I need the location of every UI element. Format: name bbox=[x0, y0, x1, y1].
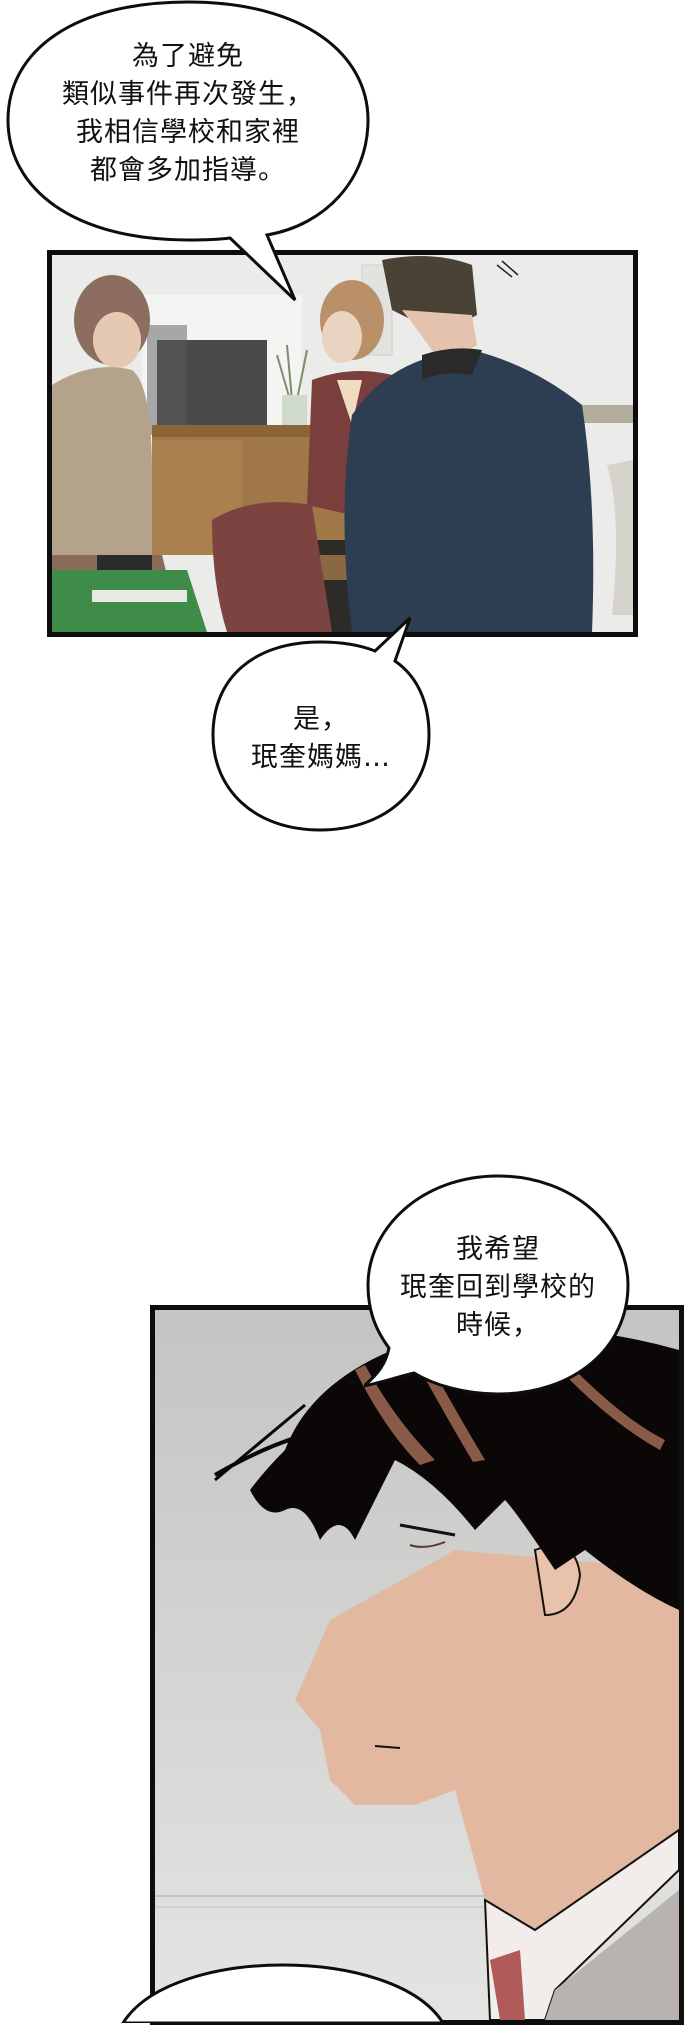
bubble-2-line-2: 珉奎媽媽… bbox=[251, 742, 391, 773]
panel-boy-profile bbox=[150, 1305, 684, 2025]
bubble-2-line-1: 是， bbox=[293, 704, 349, 735]
office-scene-illustration bbox=[52, 255, 633, 632]
speech-bubble-1: 為了避免 類似事件再次發生， 我相信學校和家裡 都會多加指導。 bbox=[5, 0, 371, 302]
speech-bubble-3: 我希望 珉奎回到學校的 時候， bbox=[364, 1173, 632, 1397]
bubble-3-line-2: 珉奎回到學校的 bbox=[400, 1272, 596, 1303]
speech-bubble-3-shape bbox=[364, 1174, 630, 1396]
speech-bubble-1-shape bbox=[6, 0, 370, 302]
panel-office-meeting bbox=[47, 250, 638, 637]
speech-bubble-2-text: 是， 珉奎媽媽… bbox=[251, 701, 391, 777]
bubble-1-line-1: 為了避免 bbox=[132, 41, 244, 72]
speech-bubble-2-shape bbox=[211, 616, 431, 832]
bubble-1-line-4: 都會多加指導。 bbox=[90, 155, 286, 186]
speech-bubble-3-text: 我希望 珉奎回到學校的 時候， bbox=[400, 1231, 596, 1345]
bubble-1-line-3: 我相信學校和家裡 bbox=[76, 117, 300, 148]
speech-bubble-2: 是， 珉奎媽媽… bbox=[210, 615, 432, 835]
bubble-1-line-2: 類似事件再次發生， bbox=[62, 79, 314, 110]
speech-bubble-4-partial bbox=[118, 1963, 448, 2023]
speech-bubble-1-text: 為了避免 類似事件再次發生， 我相信學校和家裡 都會多加指導。 bbox=[62, 38, 314, 190]
bubble-3-line-3: 時候， bbox=[456, 1310, 540, 1341]
bubble-3-line-1: 我希望 bbox=[456, 1234, 540, 1265]
boy-profile-illustration bbox=[155, 1310, 679, 2020]
speech-bubble-4-shape bbox=[121, 1963, 445, 2023]
